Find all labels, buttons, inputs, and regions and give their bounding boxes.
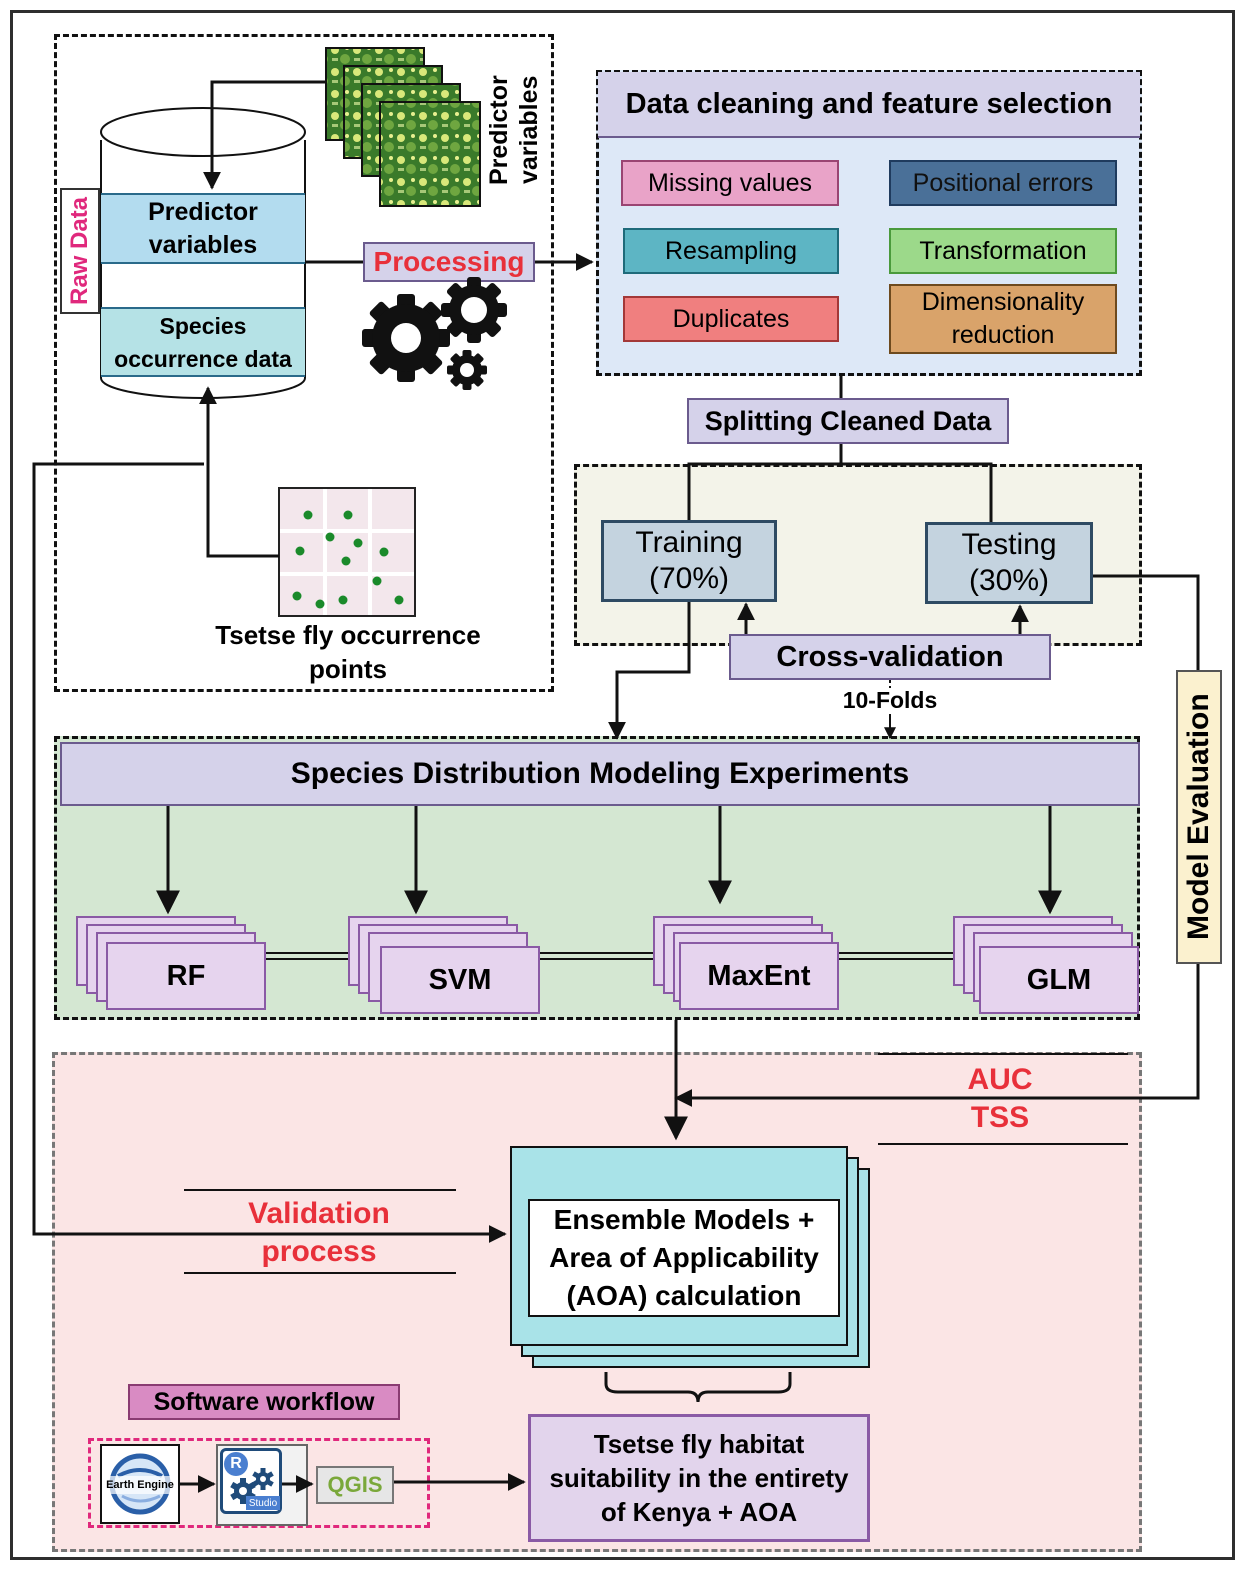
folds-label: 10-Folds [842, 686, 938, 713]
raw-data-tag [60, 188, 100, 314]
training-box: Training (70%) [601, 520, 777, 602]
predictor-variables-db-label: Predictor variables [148, 198, 258, 259]
rstudio-label: Studio [246, 1496, 280, 1510]
model-glm-card: GLM [979, 946, 1139, 1014]
outer-frame [10, 10, 1235, 1560]
splitting-box: Splitting Cleaned Data [687, 398, 1009, 444]
validation-label-2: process [261, 1235, 377, 1268]
ensemble-title: Ensemble Models + Area of Applicability … [528, 1199, 840, 1317]
qgis-logo: QGIS [316, 1466, 394, 1504]
dimensionality-box: Dimensionality reduction [889, 284, 1117, 354]
processing-box: Processing [363, 242, 535, 282]
model-evaluation-label: Model Evaluation [1182, 693, 1215, 941]
duplicates-box: Duplicates [623, 296, 839, 342]
validation-label-1: Validation [248, 1197, 390, 1230]
resampling-box: Resampling [623, 228, 839, 274]
species-occurrence-db-label: Species occurrence data [114, 313, 292, 372]
auc-label: AUC [967, 1063, 1033, 1096]
transformation-box: Transformation [889, 228, 1117, 274]
predictor-layers-label: Predictor variables [485, 75, 543, 185]
processing-label: Processing [373, 246, 525, 277]
cleaning-title: Data cleaning and feature selection [598, 72, 1140, 138]
sdm-title: Species Distribution Modeling Experiment… [60, 742, 1140, 806]
missing-values-box: Missing values [621, 160, 839, 206]
model-evaluation-box [1176, 670, 1222, 964]
positional-errors-box: Positional errors [889, 160, 1117, 206]
occurrence-points-label: Tsetse fly occurrence points [215, 620, 481, 684]
software-workflow-title: Software workflow [128, 1384, 400, 1420]
model-maxent-card: MaxEnt [679, 942, 839, 1010]
model-svm-card: SVM [380, 946, 540, 1014]
tss-label: TSS [970, 1101, 1030, 1134]
rstudio-gear-icon [230, 1468, 274, 1504]
cross-validation-box: Cross-validation [729, 634, 1051, 680]
raw-data-label: Raw Data [66, 196, 93, 306]
rstudio-r-badge: R [224, 1452, 248, 1476]
model-rf-card: RF [106, 942, 266, 1010]
result-box: Tsetse fly habitat suitability in the en… [528, 1414, 870, 1542]
earth-engine-label: Earth Engine [102, 1476, 178, 1494]
testing-box: Testing (30%) [925, 522, 1093, 604]
